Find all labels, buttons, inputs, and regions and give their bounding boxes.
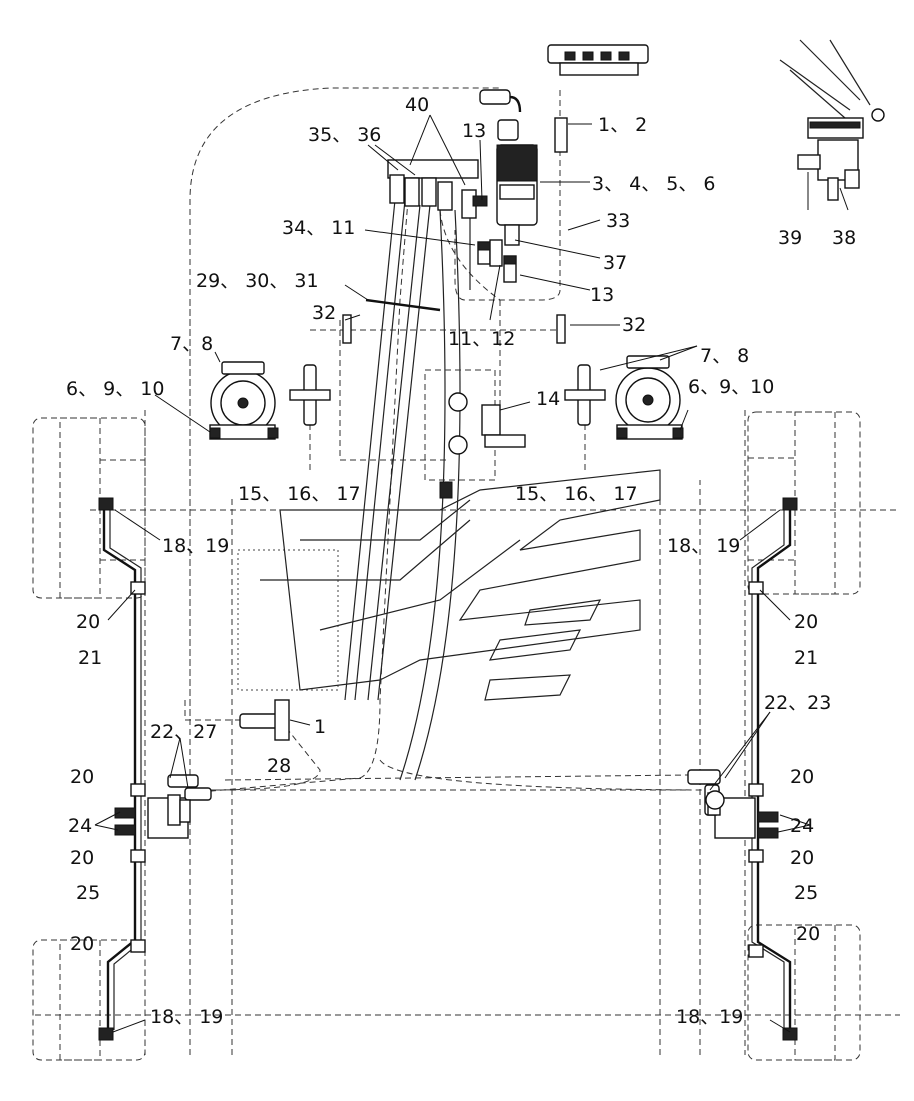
label-7-8-right: 7、 8 xyxy=(700,345,749,367)
callout-labels: 1、 2 40 35、 36 13 3、 4、 5、 6 33 34、 11 3… xyxy=(66,94,856,1028)
right-brake-pipe xyxy=(751,505,792,1030)
label-15-16-17-right: 15、 16、 17 xyxy=(515,483,638,505)
label-15-16-17-left: 15、 16、 17 xyxy=(238,483,361,505)
label-11-12: 11、12 xyxy=(448,328,515,350)
label-38: 38 xyxy=(832,227,856,249)
label-14: 14 xyxy=(536,388,560,410)
label-29-30-31: 29、 30、 31 xyxy=(196,270,319,292)
couplings-front xyxy=(289,364,606,426)
label-20-right-c: 20 xyxy=(790,847,814,869)
label-22-27: 22、27 xyxy=(150,721,217,743)
chevron-logo xyxy=(260,469,661,701)
label-20-right-b: 20 xyxy=(790,766,814,788)
label-3-4-5-6: 3、 4、 5、 6 xyxy=(592,173,715,195)
label-35-36: 35、 36 xyxy=(308,124,381,146)
label-20-left-b: 20 xyxy=(70,766,94,788)
label-22-23: 22、23 xyxy=(764,692,831,714)
label-6-9-10-left: 6、 9、 10 xyxy=(66,378,164,400)
label-39: 39 xyxy=(778,227,802,249)
label-18-19-front-right: 18、 19 xyxy=(667,535,740,557)
valve-manifold xyxy=(387,159,488,219)
label-33: 33 xyxy=(606,210,630,232)
valve-bank xyxy=(547,44,649,76)
left-tee-assembly xyxy=(114,774,212,839)
label-32-right: 32 xyxy=(622,314,646,336)
label-25-right: 25 xyxy=(794,882,818,904)
label-20-left-c: 20 xyxy=(70,847,94,869)
pedal-inset xyxy=(779,39,885,201)
label-32-left: 32 xyxy=(312,302,336,324)
label-18-19-rear-left: 18、 19 xyxy=(150,1006,223,1028)
flex-hoses xyxy=(344,199,471,781)
master-valve xyxy=(496,119,538,246)
label-24-right: 24 xyxy=(790,815,814,837)
brake-chamber-left xyxy=(209,361,279,440)
label-25-left: 25 xyxy=(76,882,100,904)
center-block xyxy=(424,369,526,499)
body-outline xyxy=(35,87,900,1055)
hose-fittings-mid xyxy=(477,239,517,283)
wheel-front-right xyxy=(747,411,861,595)
label-20-left-a: 20 xyxy=(76,611,100,633)
label-28: 28 xyxy=(267,755,291,777)
label-34-11: 34、 11 xyxy=(282,217,355,239)
tank-outline xyxy=(237,549,339,691)
rod-29-31 xyxy=(365,298,441,312)
left-brake-pipe xyxy=(102,505,142,1030)
tank-fitting xyxy=(239,699,290,741)
label-13-bottom: 13 xyxy=(590,284,614,306)
leader-lines xyxy=(94,114,849,1033)
brake-chamber-right xyxy=(615,355,684,440)
pipe-fittings xyxy=(98,497,798,1041)
label-1-bottom: 1 xyxy=(314,716,326,738)
label-7-8-left: 7、8 xyxy=(170,333,213,355)
label-21-right: 21 xyxy=(794,647,818,669)
wheel-front-left xyxy=(32,417,146,599)
wheel-rear-left xyxy=(32,939,146,1061)
label-18-19-front-left: 18、19 xyxy=(162,535,229,557)
label-18-19-rear-right: 18、19 xyxy=(676,1006,743,1028)
label-24-left: 24 xyxy=(68,815,92,837)
wheel-rear-right xyxy=(747,924,861,1061)
label-13-top: 13 xyxy=(462,120,486,142)
label-20-right-a: 20 xyxy=(794,611,818,633)
label-20-right-d: 20 xyxy=(796,923,820,945)
pins-32 xyxy=(342,314,566,344)
label-20-left-d: 20 xyxy=(70,933,94,955)
label-1-2: 1、 2 xyxy=(598,114,647,136)
label-21-left: 21 xyxy=(78,647,102,669)
label-6-9-10-right: 6、9、10 xyxy=(688,376,774,398)
label-37: 37 xyxy=(603,252,627,274)
elbow-top xyxy=(479,89,568,153)
label-40: 40 xyxy=(405,94,429,116)
right-tee-assembly xyxy=(687,769,779,839)
